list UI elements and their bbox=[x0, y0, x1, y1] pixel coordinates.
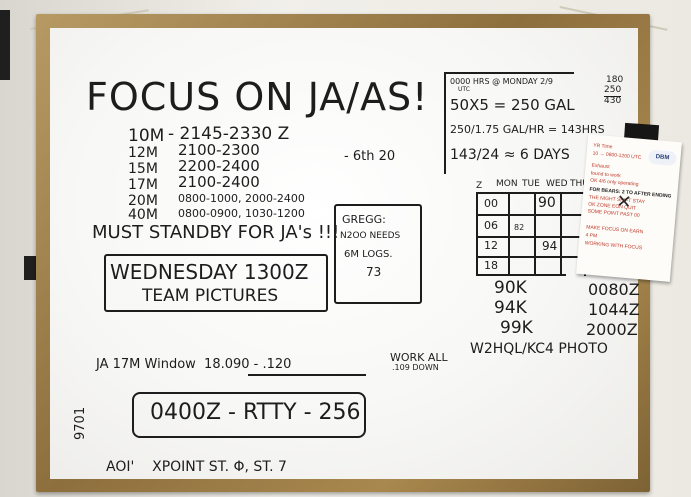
cross-mark-icon: ✕ bbox=[615, 190, 633, 213]
rtty-text: 0400Z - RTTY - 256 bbox=[150, 400, 361, 425]
note-line: WORKING WITH FOCUS bbox=[584, 240, 643, 252]
band-label: 17M bbox=[128, 177, 158, 193]
side-text: 9701 bbox=[73, 406, 88, 440]
work-all-text: .109 DOWN bbox=[392, 363, 439, 372]
grid-day: TUE bbox=[522, 179, 540, 189]
qso-time: 0080Z bbox=[588, 280, 640, 299]
band-times: - 2145-2330 Z bbox=[168, 124, 290, 144]
fuel-line: 250/1.75 GAL/HR = 143HRS bbox=[450, 123, 605, 136]
whiteboard: FOCUS ON JA/AS! 10M - 2145-2330 Z 12M 21… bbox=[50, 28, 640, 479]
qso-count: 94K bbox=[494, 298, 527, 318]
fuel-line: 50X5 = 250 GAL bbox=[450, 96, 575, 114]
team-pictures-box: WEDNESDAY 1300Z TEAM PICTURES bbox=[104, 254, 328, 312]
qso-time: 2000Z bbox=[586, 320, 638, 339]
pictures-line: TEAM PICTURES bbox=[142, 286, 279, 306]
gregg-line: GREGG: bbox=[342, 213, 386, 226]
tent-shadow-left bbox=[0, 10, 10, 80]
grid-row-label: 12 bbox=[484, 239, 498, 252]
grid-row-label: 18 bbox=[484, 259, 498, 272]
fuel-line: 0000 HRS @ MONDAY 2/9 bbox=[450, 77, 553, 86]
grid-cell: 94 bbox=[542, 239, 558, 253]
band-label: 20M bbox=[128, 193, 158, 209]
band-label: 40M bbox=[128, 207, 158, 223]
fuel-line: UTC bbox=[458, 86, 470, 93]
band-label: 15M bbox=[128, 161, 158, 177]
gregg-line: 73 bbox=[366, 265, 382, 279]
fuel-calc-box: 0000 HRS @ MONDAY 2/9 UTC 50X5 = 250 GAL… bbox=[444, 72, 605, 174]
gregg-line: N2OO NEEDS bbox=[340, 231, 401, 241]
qso-count: 99K bbox=[500, 318, 533, 338]
ja-window-text: JA 17M Window 18.090 - .120 bbox=[96, 357, 292, 372]
taped-note: DBM YR Time 10 → 0800-1200 UTC Exhaust f… bbox=[576, 134, 682, 282]
note-line: 10 → 0800-1200 UTC bbox=[592, 150, 642, 161]
band-times: 2100-2400 bbox=[178, 173, 260, 191]
grid-row-label: 00 bbox=[484, 197, 498, 210]
note-line: 4 PM bbox=[585, 232, 598, 240]
bottom-text: AOI' XPOINT ST. Φ, ST. 7 bbox=[106, 459, 287, 475]
photo-credit: W2HQL/KC4 PHOTO bbox=[470, 341, 608, 357]
note-line: YR Time bbox=[593, 142, 613, 151]
standby-text: MUST STANDBY FOR JA's !!! bbox=[92, 222, 340, 243]
band-times: 0800-0900, 1030-1200 bbox=[178, 207, 305, 220]
grid-day: THUR bbox=[570, 179, 596, 189]
work-all-text: WORK ALL bbox=[390, 351, 448, 364]
pictures-line: WEDNESDAY 1300Z bbox=[110, 260, 309, 284]
underline bbox=[248, 374, 366, 376]
tent-strap bbox=[24, 256, 38, 280]
fuel-side-value: 180 bbox=[606, 75, 624, 85]
note-logo: DBM bbox=[647, 149, 678, 166]
gregg-line: 6M LOGS. bbox=[344, 249, 393, 260]
band-label: 10M bbox=[128, 126, 165, 146]
fuel-line: 143/24 ≈ 6 DAYS bbox=[450, 147, 570, 163]
grid-cell: 90 bbox=[538, 195, 556, 211]
grid-corner: Z bbox=[476, 181, 483, 191]
qso-time: 1044Z bbox=[588, 300, 640, 319]
gregg-note-box: GREGG: N2OO NEEDS 6M LOGS. 73 bbox=[334, 204, 422, 304]
board-title: FOCUS ON JA/AS! bbox=[86, 75, 429, 119]
qso-count: 90K bbox=[494, 278, 527, 298]
band-times: 2100-2300 bbox=[178, 141, 260, 159]
grid-cell: 82 bbox=[514, 223, 525, 232]
grid-row-label: 06 bbox=[484, 219, 498, 232]
grid-day: WED bbox=[546, 179, 568, 189]
band-times: 2200-2400 bbox=[178, 157, 260, 175]
grid-day: MON bbox=[496, 179, 518, 189]
band-times: 0800-1000, 2000-2400 bbox=[178, 192, 305, 205]
rtty-box: 0400Z - RTTY - 256 bbox=[132, 392, 366, 438]
note-line: Exhaust bbox=[591, 162, 610, 171]
bands-note: - 6th 20 bbox=[344, 149, 396, 164]
fuel-side-value: 430 bbox=[604, 96, 622, 106]
fuel-side-value: 250 bbox=[604, 85, 622, 95]
band-label: 12M bbox=[128, 145, 158, 161]
